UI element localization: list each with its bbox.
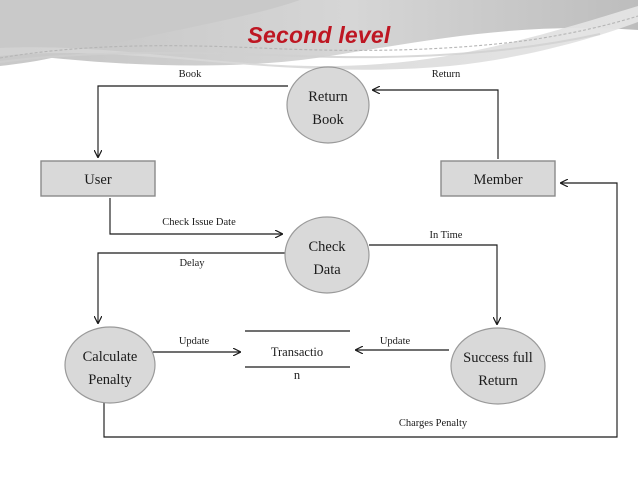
process-successfull-return[interactable]: Success full Return — [450, 327, 546, 405]
page-title: Second level — [247, 22, 391, 48]
entity-user-shape[interactable] — [40, 160, 156, 197]
process-successfull-return-label-line2: Return — [478, 373, 518, 389]
process-successfull-return-label-line1: Success full — [463, 350, 533, 366]
datastore-transaction-label-line1: Transactio — [271, 345, 323, 359]
entity-user-label: User — [84, 172, 112, 188]
flow-update-penalty-label: Update — [179, 336, 210, 347]
process-check-data-label-line2: Data — [313, 262, 341, 278]
flow-check-issue-date: Check Issue Date — [109, 198, 282, 234]
flow-charges-penalty: Charges Penalty — [103, 183, 618, 438]
process-successfull-return-shape[interactable] — [450, 327, 546, 405]
flow-return: Return — [373, 69, 499, 159]
datastore-transaction[interactable]: Transactio n — [245, 330, 350, 382]
process-calculate-penalty[interactable]: Calculate Penalty — [64, 326, 156, 404]
process-calculate-penalty-shape[interactable] — [64, 326, 156, 404]
entity-member-label: Member — [473, 172, 522, 188]
flow-return-label: Return — [432, 69, 461, 80]
flow-charges-penalty-label: Charges Penalty — [399, 418, 468, 429]
flow-check-issue-date-label: Check Issue Date — [162, 217, 236, 228]
entity-user[interactable]: User — [40, 160, 156, 197]
flow-delay-line — [98, 252, 287, 323]
process-return-book-shape[interactable] — [286, 66, 370, 144]
datastore-transaction-label-line2: n — [294, 368, 301, 382]
process-check-data[interactable]: Check Data — [284, 216, 370, 294]
flow-book: Book — [98, 69, 288, 157]
flow-check-issue-date-line — [109, 198, 282, 234]
flow-delay: Delay — [98, 252, 287, 323]
flow-book-line — [98, 85, 288, 157]
flow-book-label: Book — [179, 69, 203, 80]
flow-return-line — [373, 90, 499, 159]
entity-member-shape[interactable] — [440, 160, 556, 197]
process-return-book-label-line2: Book — [312, 112, 344, 128]
flow-in-time-line — [369, 244, 497, 324]
entity-member[interactable]: Member — [440, 160, 556, 197]
flow-delay-label: Delay — [179, 258, 205, 269]
flow-charges-penalty-line — [103, 183, 618, 438]
process-calculate-penalty-label-line2: Penalty — [88, 372, 132, 388]
process-check-data-shape[interactable] — [284, 216, 370, 294]
flow-in-time-label: In Time — [430, 230, 463, 241]
process-check-data-label-line1: Check — [308, 239, 346, 255]
process-calculate-penalty-label-line1: Calculate — [83, 349, 138, 365]
process-return-book[interactable]: Return Book — [286, 66, 370, 144]
flow-update-success: Update — [356, 336, 449, 350]
process-return-book-label-line1: Return — [308, 89, 348, 105]
flow-in-time: In Time — [369, 230, 497, 324]
flow-update-success-label: Update — [380, 336, 411, 347]
flow-update-penalty: Update — [153, 336, 240, 352]
